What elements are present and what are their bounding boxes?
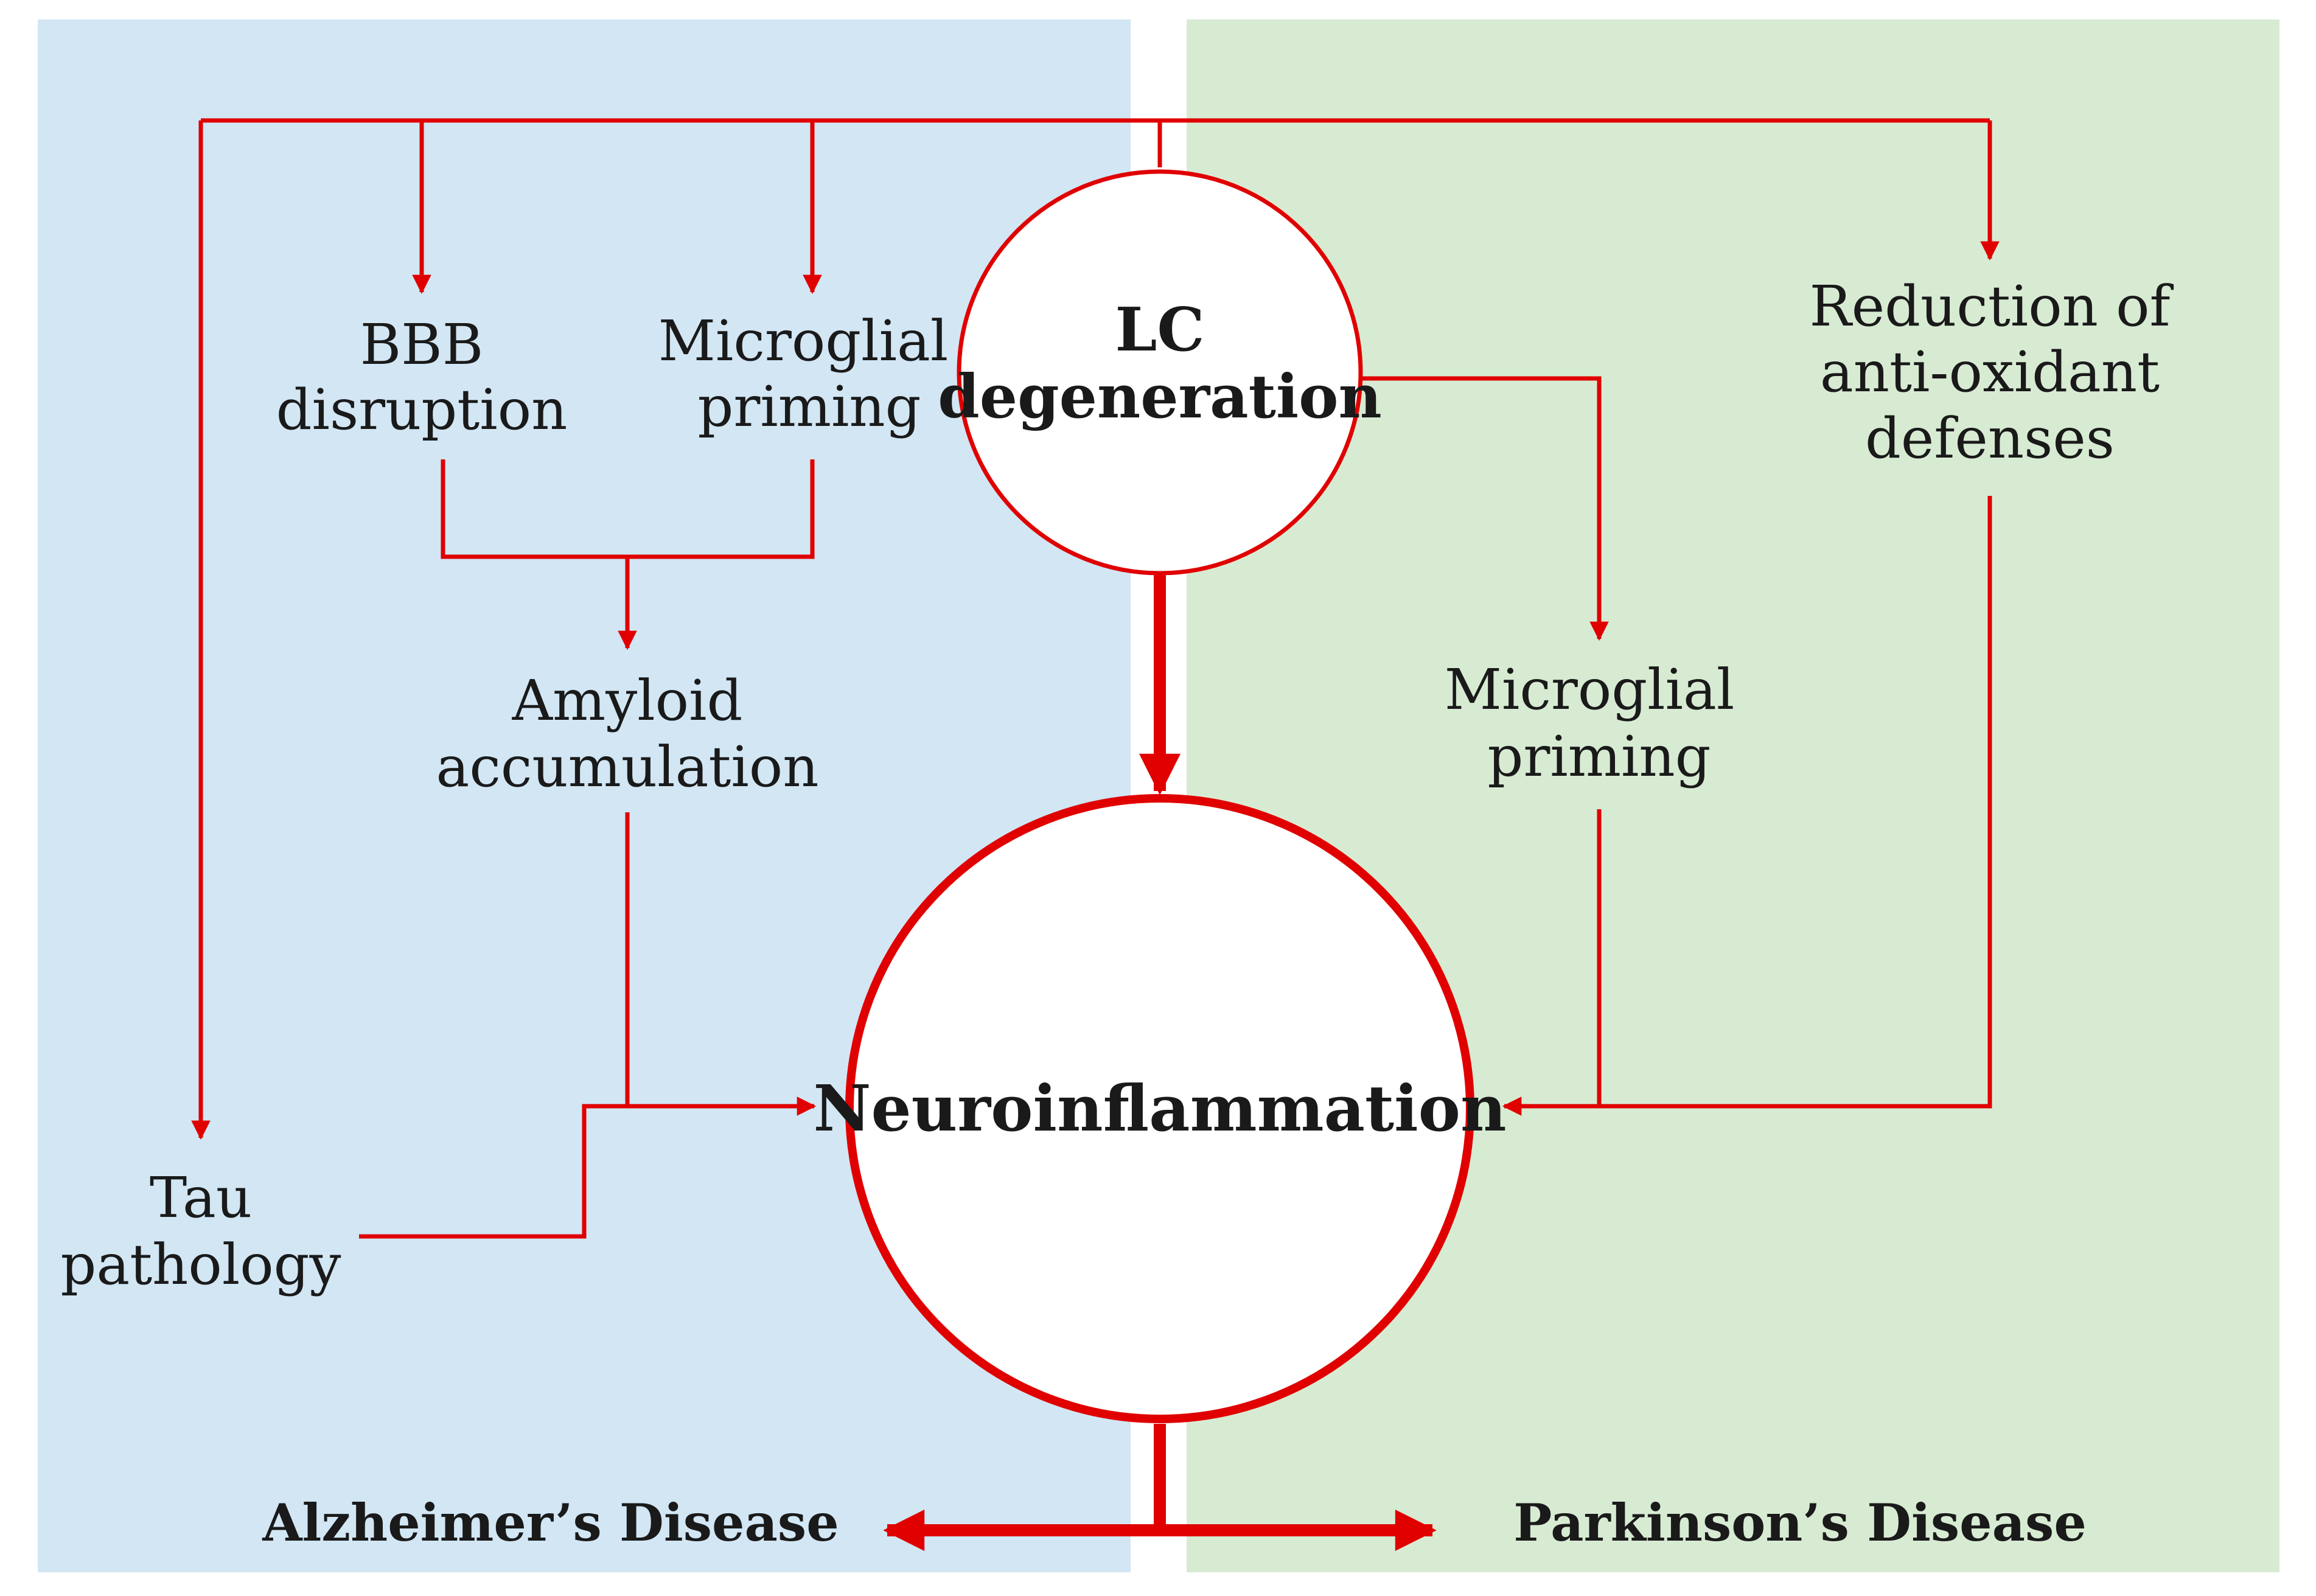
amyloid-accumulation-line2: accumulation (436, 734, 819, 800)
microglial-priming-ad-line2: priming (697, 374, 921, 439)
alzheimer-connectors (359, 459, 817, 1239)
lc-degeneration-circle (957, 169, 1363, 576)
top-distribution-lines (191, 118, 2000, 1140)
antioxidant-reduction-line3: defenses (1865, 406, 2115, 471)
microglial-priming-ad-line1: Microglial (658, 308, 949, 374)
arrow-to-microglial-priming-pd (1361, 376, 1609, 641)
parkinsons-disease-label: Parkinson’s Disease (1513, 1493, 2087, 1553)
tau-pathology-line2: pathology (60, 1232, 341, 1297)
bbb-disruption-line1: BBB (360, 312, 484, 377)
tau-pathology-line1: Tau (150, 1165, 252, 1230)
lc-degeneration-line2: degeneration (938, 362, 1382, 432)
neuroinflammation-label: Neuroinflammation (813, 1071, 1506, 1146)
alzheimers-disease-label: Alzheimer’s Disease (262, 1493, 839, 1553)
antioxidant-reduction-line1: Reduction of (1809, 274, 2174, 339)
parkinson-connectors (1361, 376, 1992, 1116)
microglial-priming-pd-line2: priming (1487, 724, 1711, 789)
neuroinflammation-circle (845, 794, 1474, 1423)
main-thick-arrows (883, 575, 1437, 1552)
lc-degeneration-line1: LC (1115, 295, 1205, 365)
bbb-disruption-line2: disruption (276, 377, 568, 442)
microglial-priming-pd-line1: Microglial (1445, 657, 1735, 722)
amyloid-accumulation-line1: Amyloid (512, 668, 743, 733)
antioxidant-reduction-line2: anti-oxidant (1820, 340, 2160, 405)
